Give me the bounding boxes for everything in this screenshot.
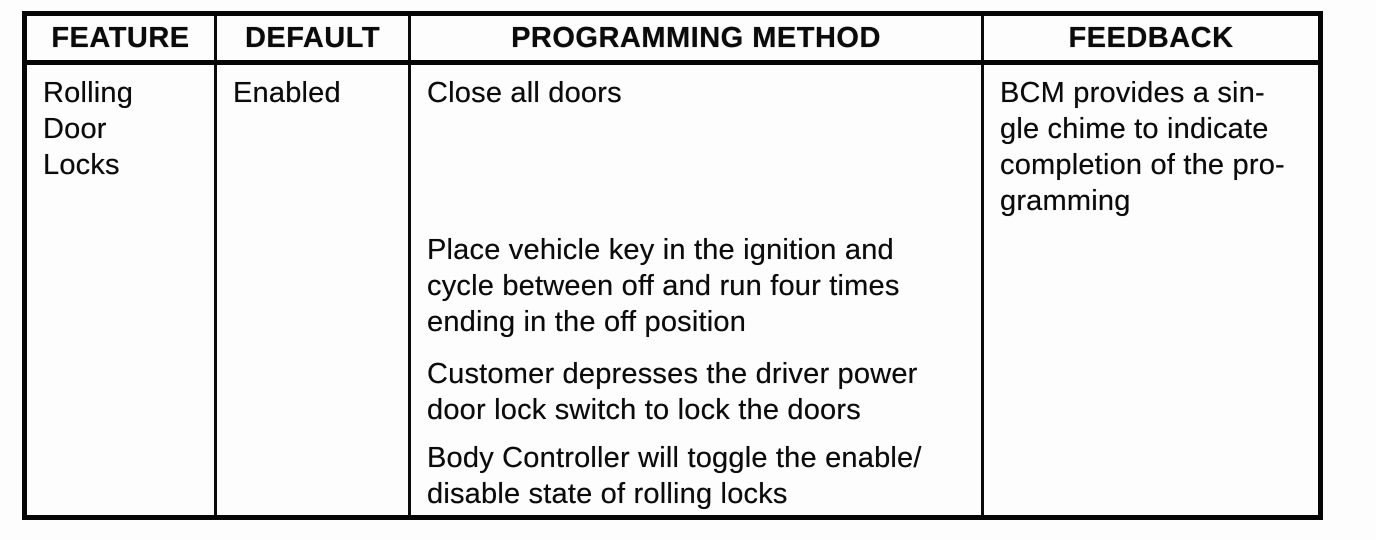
- programming-step-1: Close all doors: [427, 77, 622, 109]
- cell-feedback: BCM provides a sin- gle chime to indicat…: [981, 61, 1322, 519]
- programming-step-3: Customer depresses the driver power door…: [427, 358, 918, 426]
- cell-feature: Rolling Door Locks: [23, 61, 217, 519]
- column-header-feature: FEATURE: [23, 12, 217, 65]
- column-header-default: DEFAULT: [214, 12, 411, 65]
- column-header-feedback: FEEDBACK: [981, 12, 1322, 65]
- programming-step-2: Place vehicle key in the ignition and cy…: [427, 234, 900, 338]
- table-header-row: FEATURE DEFAULT PROGRAMMING METHOD FEEDB…: [23, 12, 1322, 65]
- programming-step-4: Body Controller will toggle the enable/ …: [427, 442, 922, 510]
- cell-default: Enabled: [214, 61, 411, 519]
- column-header-programming-method: PROGRAMMING METHOD: [408, 12, 984, 65]
- table-row: Rolling Door Locks Enabled Close all doo…: [23, 61, 1322, 519]
- cell-programming-method: Close all doors Place vehicle key in the…: [408, 61, 984, 519]
- feature-programming-table: FEATURE DEFAULT PROGRAMMING METHOD FEEDB…: [22, 11, 1323, 520]
